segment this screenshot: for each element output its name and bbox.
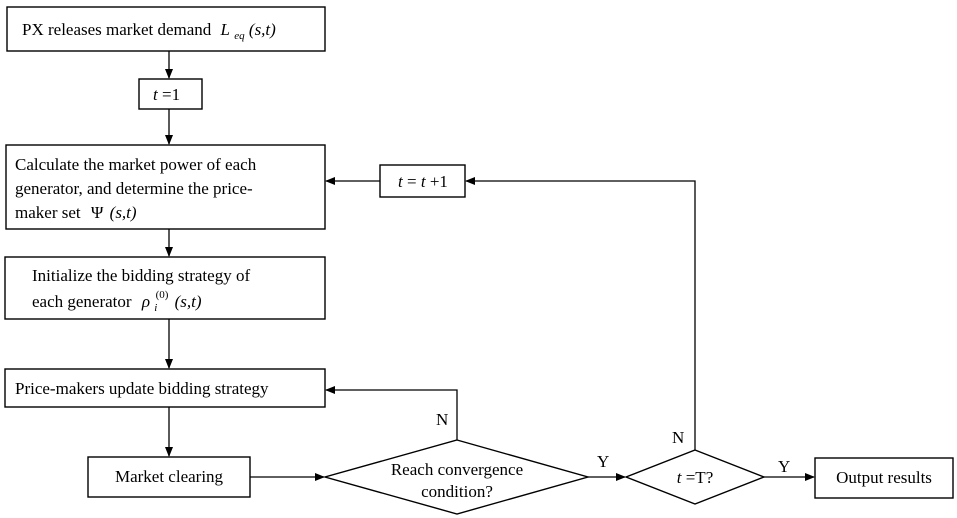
update-text: Price-makers update bidding strategy	[15, 379, 269, 398]
px-release-args: (s,t)	[249, 20, 276, 39]
t-inc-var2: t	[421, 172, 427, 191]
t-inc-var1: t	[398, 172, 404, 191]
node-clearing: Market clearing	[87, 456, 251, 498]
initialize-symbol: ρ	[141, 292, 150, 311]
calc-power-line2: generator, and determine the price-	[15, 179, 253, 198]
node-convergence: Reach convergence condition?	[322, 439, 591, 515]
t-init-var: t	[153, 85, 159, 104]
node-t-increment: t = t +1	[379, 164, 466, 198]
node-initialize: Initialize the bidding strategy of each …	[4, 256, 326, 320]
calc-power-symbol: Ψ	[91, 203, 104, 222]
calc-power-line3: maker set	[15, 203, 81, 222]
initialize-line2: each generator	[32, 292, 132, 311]
svg-text:each generator ρ i: each generator ρ i (0) (s,t)	[32, 283, 202, 315]
output-text: Output results	[836, 468, 932, 487]
t-inc-eq: =	[407, 172, 417, 191]
initialize-line1: Initialize the bidding strategy of	[32, 266, 250, 285]
svg-text:t =T?: t =T?	[677, 468, 714, 487]
node-t-init: t =1	[138, 78, 203, 110]
t-check-text: =T?	[686, 468, 714, 487]
svg-text:t = t +1: t = t +1	[398, 172, 448, 191]
label-convergence-yes: Y	[597, 452, 609, 471]
convergence-line2: condition?	[421, 482, 493, 501]
t-inc-rest: +1	[430, 172, 448, 191]
node-px-release: PX releases market demand L eq (s,t)	[6, 6, 326, 52]
px-release-subscript: eq	[234, 30, 245, 42]
convergence-line1: Reach convergence	[391, 460, 523, 479]
calc-power-args: (s,t)	[110, 203, 137, 222]
edge-convergence-no	[325, 386, 458, 440]
node-output: Output results	[814, 457, 954, 499]
svg-text:t =1: t =1	[153, 85, 180, 104]
label-tcheck-yes: Y	[778, 457, 790, 476]
edge-tcheck-no	[465, 177, 696, 450]
t-init-text: =1	[162, 85, 180, 104]
node-update: Price-makers update bidding strategy	[4, 368, 326, 408]
initialize-superscript: (0)	[156, 289, 169, 301]
node-t-check: t =T?	[624, 449, 766, 505]
node-calc-power: Calculate the market power of each gener…	[5, 144, 326, 230]
svg-text:PX releases market demand: PX releases market demand L eq (s,t)	[22, 20, 276, 43]
px-release-symbol: L	[220, 20, 230, 39]
px-release-text: PX releases market demand	[22, 20, 212, 39]
clearing-text: Market clearing	[115, 467, 224, 486]
t-check-var: t	[677, 468, 683, 487]
svg-text:maker set Ψ (s,t): maker set Ψ (s,t)	[15, 203, 137, 222]
label-tcheck-no: N	[672, 428, 684, 447]
calc-power-line1: Calculate the market power of each	[15, 155, 257, 174]
initialize-subscript: i	[154, 302, 157, 314]
label-convergence-no: N	[436, 410, 448, 429]
initialize-args: (s,t)	[175, 292, 202, 311]
